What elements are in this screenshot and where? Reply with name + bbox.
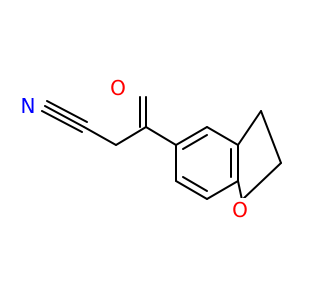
- carbonyl-double-bond: [139, 96, 147, 128]
- furan-bond-2: [260, 110, 282, 164]
- bond-nitrile-1: [44, 105, 85, 128]
- ring-oxygen-label: O: [232, 198, 248, 222]
- dihydrofuran-ring: [237, 110, 282, 201]
- furan-bond-3: [241, 162, 282, 201]
- bond-nitrile-2: [41, 110, 83, 133]
- ring-inner-double-3: [182, 176, 208, 192]
- bond-nitrile-carbon-to-ch2: [83, 126, 117, 146]
- nitrile-triple-bond: [41, 100, 88, 133]
- ring-bond-5: [175, 180, 208, 200]
- molecule-diagram: N O O: [18, 76, 282, 222]
- bond-nitrile-3: [46, 100, 88, 123]
- ring-bond-1: [175, 126, 208, 146]
- ring-bond-2: [206, 126, 239, 146]
- nitrogen-label: N: [21, 94, 36, 118]
- atom-nitrogen: N: [18, 94, 38, 118]
- bond-ch2-to-carbonyl: [115, 126, 147, 146]
- bond-carbonyl-to-ring: [145, 126, 177, 146]
- carbonyl-oxygen-label: O: [110, 76, 126, 100]
- atom-carbonyl-oxygen: O: [108, 76, 128, 100]
- atom-ring-oxygen: O: [230, 198, 250, 222]
- ring-inner-double-1: [182, 134, 208, 150]
- structure-canvas: N O O: [18, 76, 282, 222]
- benzene-ring: [175, 126, 239, 200]
- furan-bond-4: [237, 180, 243, 201]
- ring-bond-4: [206, 180, 239, 200]
- furan-bond-1: [237, 110, 262, 146]
